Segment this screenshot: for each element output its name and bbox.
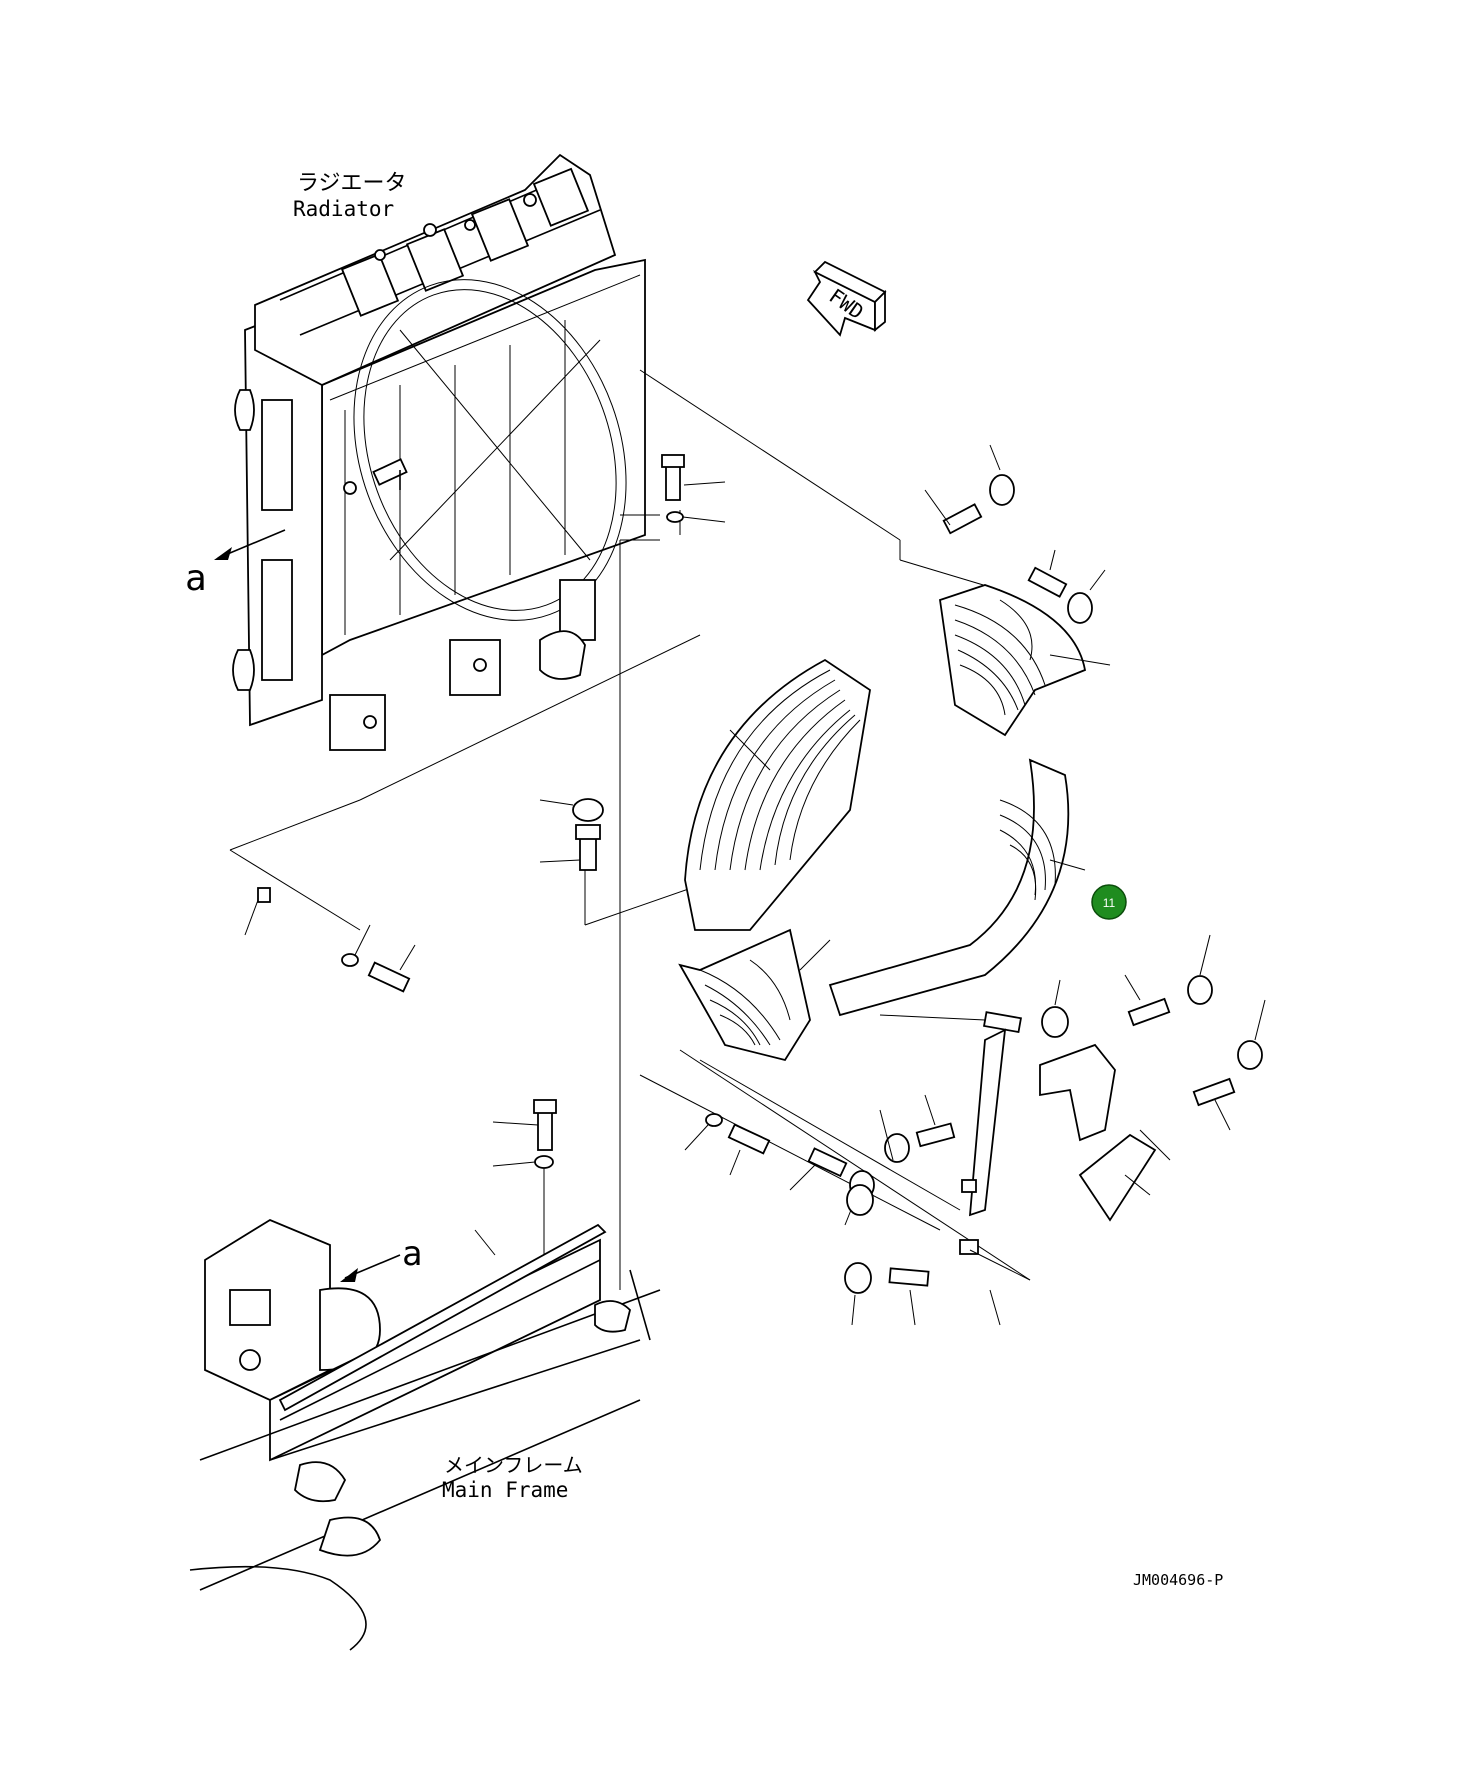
fan-guard-segments	[678, 584, 1157, 1255]
mainframe-label-jp: メインフレーム	[444, 1453, 583, 1477]
seal-strip	[278, 1223, 607, 1412]
fwd-arrow-icon	[806, 260, 887, 337]
assembly-leader-lines	[229, 369, 1031, 1290]
callout-11-number: 11	[1103, 896, 1116, 910]
drawing-code: JM004696-P	[1133, 1571, 1223, 1589]
view-a-label-top: a	[185, 558, 207, 599]
main-frame	[189, 1218, 661, 1651]
callout-11[interactable]: 11	[1091, 884, 1127, 920]
view-a-arrow-bottom	[340, 1254, 401, 1282]
radiator-assembly	[232, 153, 646, 751]
view-a-label-bottom: a	[402, 1234, 422, 1274]
radiator-label-jp: ラジエータ	[297, 171, 407, 196]
radiator-label-en: Radiator	[293, 197, 394, 221]
hardware-bolts	[244, 444, 1266, 1326]
callout-11-circle[interactable]	[1091, 884, 1127, 920]
mainframe-label-en: Main Frame	[442, 1478, 568, 1502]
view-a-arrow-top	[214, 529, 286, 560]
guard-leader-lines	[729, 654, 1171, 1326]
